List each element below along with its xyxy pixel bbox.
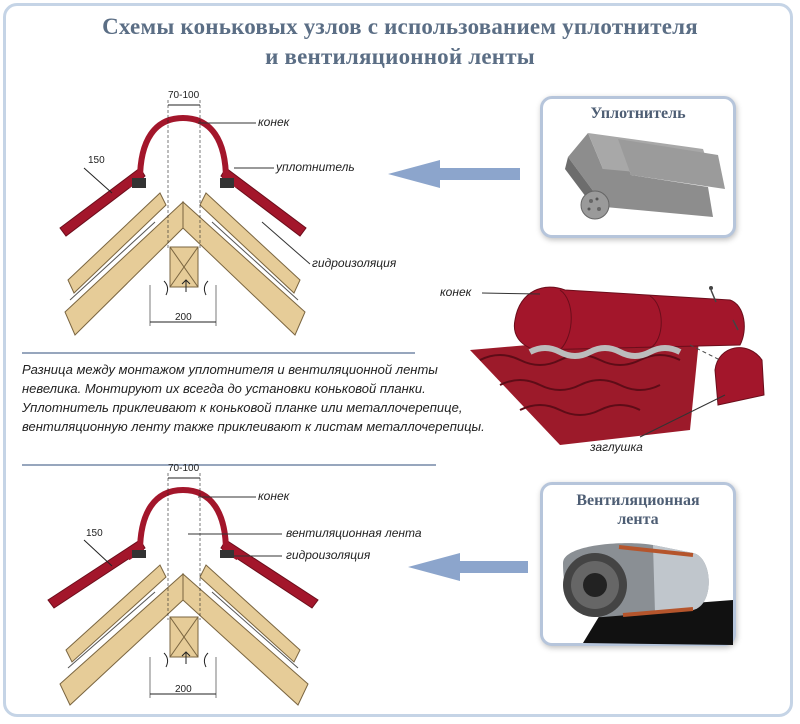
rafter-right-b (182, 572, 309, 706)
seal-box-title: Уплотнитель (590, 105, 686, 122)
dim-bottom-width: 70-100 (168, 463, 200, 474)
dim-top-width: 70-100 (168, 90, 200, 101)
dim-top-side: 150 (88, 155, 105, 166)
ridge-cap-b (137, 486, 229, 553)
label-vent-tape: вентиляционная лента (286, 526, 422, 540)
seal-block-left (132, 178, 146, 188)
ridge-tube (513, 286, 745, 351)
vent-tape-right (220, 550, 234, 558)
seal-box: Уплотнитель (540, 96, 736, 238)
title-line-1: Схемы коньковых узлов с использованием у… (102, 14, 698, 39)
dim-bottom-side: 150 (86, 528, 103, 539)
dim-bottom-bottom: 200 (175, 684, 192, 695)
metal-sheet-left (59, 167, 146, 237)
label-ridge-3d: конек (440, 285, 472, 299)
label-ridge-bottom: конек (258, 489, 290, 503)
batten-right (199, 192, 301, 294)
rafter-right (182, 200, 306, 336)
waterproof-line-left (69, 221, 156, 301)
vent-box-title: Вентиляционная лента (543, 491, 733, 529)
vent-box-title-line-2: лента (617, 511, 659, 528)
description-note: Разница между монтажом уплотнителя и вен… (22, 362, 485, 434)
dim-top-bottom: 200 (175, 312, 192, 323)
metal-sheet-right-b (220, 539, 319, 609)
divider-top (22, 352, 415, 354)
seal-block-right (220, 178, 234, 188)
vent-tape-box: Вентиляционная лента (540, 482, 736, 646)
outer-frame (3, 3, 793, 717)
vent-roll-image (563, 543, 733, 645)
title-line-2: и вентиляционной ленты (265, 44, 535, 69)
end-cap (714, 347, 765, 406)
metal-sheet-right (220, 167, 307, 237)
label-waterproof-top: гидроизоляция (312, 256, 397, 270)
metal-sheet-left-b (47, 539, 146, 609)
batten-right-b (199, 564, 301, 663)
label-end-cap: заглушка (590, 440, 643, 454)
label-waterproof-bottom: гидроизоляция (286, 548, 371, 562)
divider-bottom (22, 464, 436, 466)
vent-tape-left (132, 550, 146, 558)
label-ridge-top: конек (258, 115, 290, 129)
batten-left (67, 192, 167, 294)
label-seal: уплотнитель (276, 160, 355, 174)
page-title: Схемы коньковых узлов с использованием у… (0, 12, 800, 72)
seal-strip-image (565, 133, 725, 220)
batten-left-b (65, 564, 167, 663)
ridge-cap (137, 114, 229, 181)
vent-box-title-line-1: Вентиляционная (576, 492, 700, 509)
waterproof-line-right (211, 221, 299, 301)
